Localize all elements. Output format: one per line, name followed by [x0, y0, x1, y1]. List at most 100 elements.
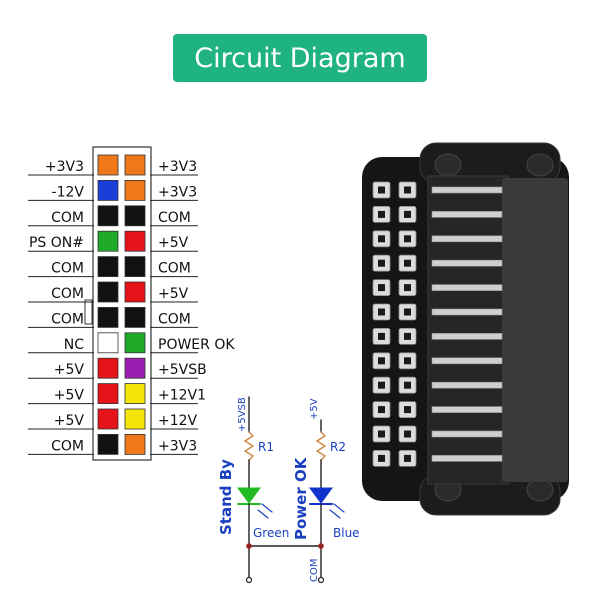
pin-cell-right — [124, 433, 146, 455]
pin-label-right: +12V1 — [158, 388, 206, 404]
pin-label-left: COM — [51, 261, 84, 277]
pin-label-right: +5VSB — [158, 362, 207, 378]
pin-cell-right — [124, 332, 146, 354]
board-pad-hole — [378, 186, 385, 194]
board-pad-hole — [404, 235, 411, 243]
terminal-left — [245, 576, 253, 584]
board-header-pin — [431, 455, 503, 462]
connector-board — [362, 142, 569, 516]
atx-pinout: +3V3 -12V COM PS ON# COM COM COM NC +5V +5V +5V COM… — [28, 146, 235, 461]
header-housing — [502, 178, 568, 482]
resistor-r2 — [315, 431, 327, 461]
pin-cell-left — [97, 408, 119, 430]
pin-label-right: POWER OK — [158, 337, 235, 353]
board-pad-hole — [404, 381, 411, 389]
pin-cell-left — [97, 154, 119, 176]
board-pad-hole — [404, 186, 411, 194]
pin-cell-left — [97, 383, 119, 405]
junction-right — [318, 543, 324, 549]
led1-ray-2 — [257, 509, 269, 519]
mount-hole-top-left — [434, 153, 462, 177]
board-pad-hole — [378, 284, 385, 292]
pin-cell-right — [124, 230, 146, 252]
page-title: Circuit Diagram — [194, 42, 406, 74]
label-led1-color: Green — [253, 526, 289, 540]
board-pad-hole — [378, 259, 385, 267]
pin-label-left: PS ON# — [29, 235, 84, 251]
pin-label-right: +3V3 — [158, 184, 197, 200]
board-header-pin — [431, 406, 503, 413]
resistor-r1 — [243, 431, 255, 461]
board-header-pin — [431, 308, 503, 316]
pin-label-right: +5V — [158, 235, 189, 251]
board-inner-panel — [427, 175, 509, 485]
pin-label-left: -12V — [52, 184, 85, 200]
pin-label-left: NC — [64, 337, 84, 353]
pin-label-left: +5V — [54, 413, 85, 429]
pin-cell-right — [124, 408, 146, 430]
pin-cell-left — [97, 332, 119, 354]
pin-label-left: +3V3 — [45, 159, 84, 175]
pin-cell-left — [97, 357, 119, 379]
led2-triangle — [309, 487, 333, 504]
pin-cell-left — [97, 306, 119, 328]
board-header-pin — [431, 259, 503, 267]
pin-label-right: COM — [158, 210, 191, 226]
led1-triangle — [237, 487, 261, 504]
led-schematic: +5VSB R1 Stand By Green +5V R2 Power OK … — [217, 396, 360, 584]
board-pad-hole — [378, 332, 385, 340]
title-badge: Circuit Diagram — [173, 34, 427, 82]
board-pad-hole — [404, 308, 411, 316]
label-r2: R2 — [330, 440, 346, 454]
pin-cell-right — [124, 383, 146, 405]
junction-left — [246, 543, 252, 549]
board-header-pin — [431, 333, 503, 340]
label-v2: +5V — [309, 398, 320, 420]
pin-label-right: COM — [158, 261, 191, 277]
pin-label-left: COM — [51, 438, 84, 454]
pin-cell-right — [124, 281, 146, 303]
pin-cell-right — [124, 256, 146, 278]
pin-label-left: +5V — [54, 388, 85, 404]
pin-label-left: COM — [51, 210, 84, 226]
board-header-pin — [431, 211, 503, 218]
pin-cell-left — [97, 230, 119, 252]
pin-label-left: +5V — [54, 362, 85, 378]
board-pad-hole — [378, 235, 385, 243]
pin-cell-right — [124, 179, 146, 201]
board-pad-hole — [378, 430, 385, 438]
pin-cell-right — [124, 306, 146, 328]
board-pad-hole — [404, 332, 411, 340]
mount-hole-top-right — [526, 153, 554, 177]
terminal-right — [317, 576, 325, 584]
pin-cell-right — [124, 154, 146, 176]
pin-cell-left — [97, 433, 119, 455]
board-pad-hole — [404, 259, 411, 267]
board-pad-hole — [378, 454, 385, 462]
board-header-pin — [431, 381, 503, 389]
board-pad-hole — [378, 210, 385, 218]
label-led1-side: Stand By — [217, 459, 235, 535]
pin-label-left: COM — [51, 311, 84, 327]
label-ground: COM — [309, 559, 320, 582]
board-header-pin — [431, 430, 503, 438]
led1-ray-1 — [261, 503, 273, 513]
board-pad-hole — [378, 357, 385, 365]
board-pad-hole — [404, 357, 411, 365]
pin-cell-left — [97, 256, 119, 278]
board-header-pin — [431, 284, 503, 291]
board-pad-hole — [378, 406, 385, 414]
pin-label-right: +5V — [158, 286, 189, 302]
led2-ray-2 — [329, 509, 341, 519]
board-header-pin — [431, 357, 503, 365]
label-v1: +5VSB — [237, 397, 248, 432]
board-header-pin — [431, 235, 503, 243]
pin-cell-right — [124, 205, 146, 227]
pin-label-left: COM — [51, 286, 84, 302]
board-pad-hole — [378, 381, 385, 389]
pin-label-right: COM — [158, 311, 191, 327]
pin-cell-left — [97, 205, 119, 227]
board-pad-hole — [404, 430, 411, 438]
pin-cell-left — [97, 281, 119, 303]
